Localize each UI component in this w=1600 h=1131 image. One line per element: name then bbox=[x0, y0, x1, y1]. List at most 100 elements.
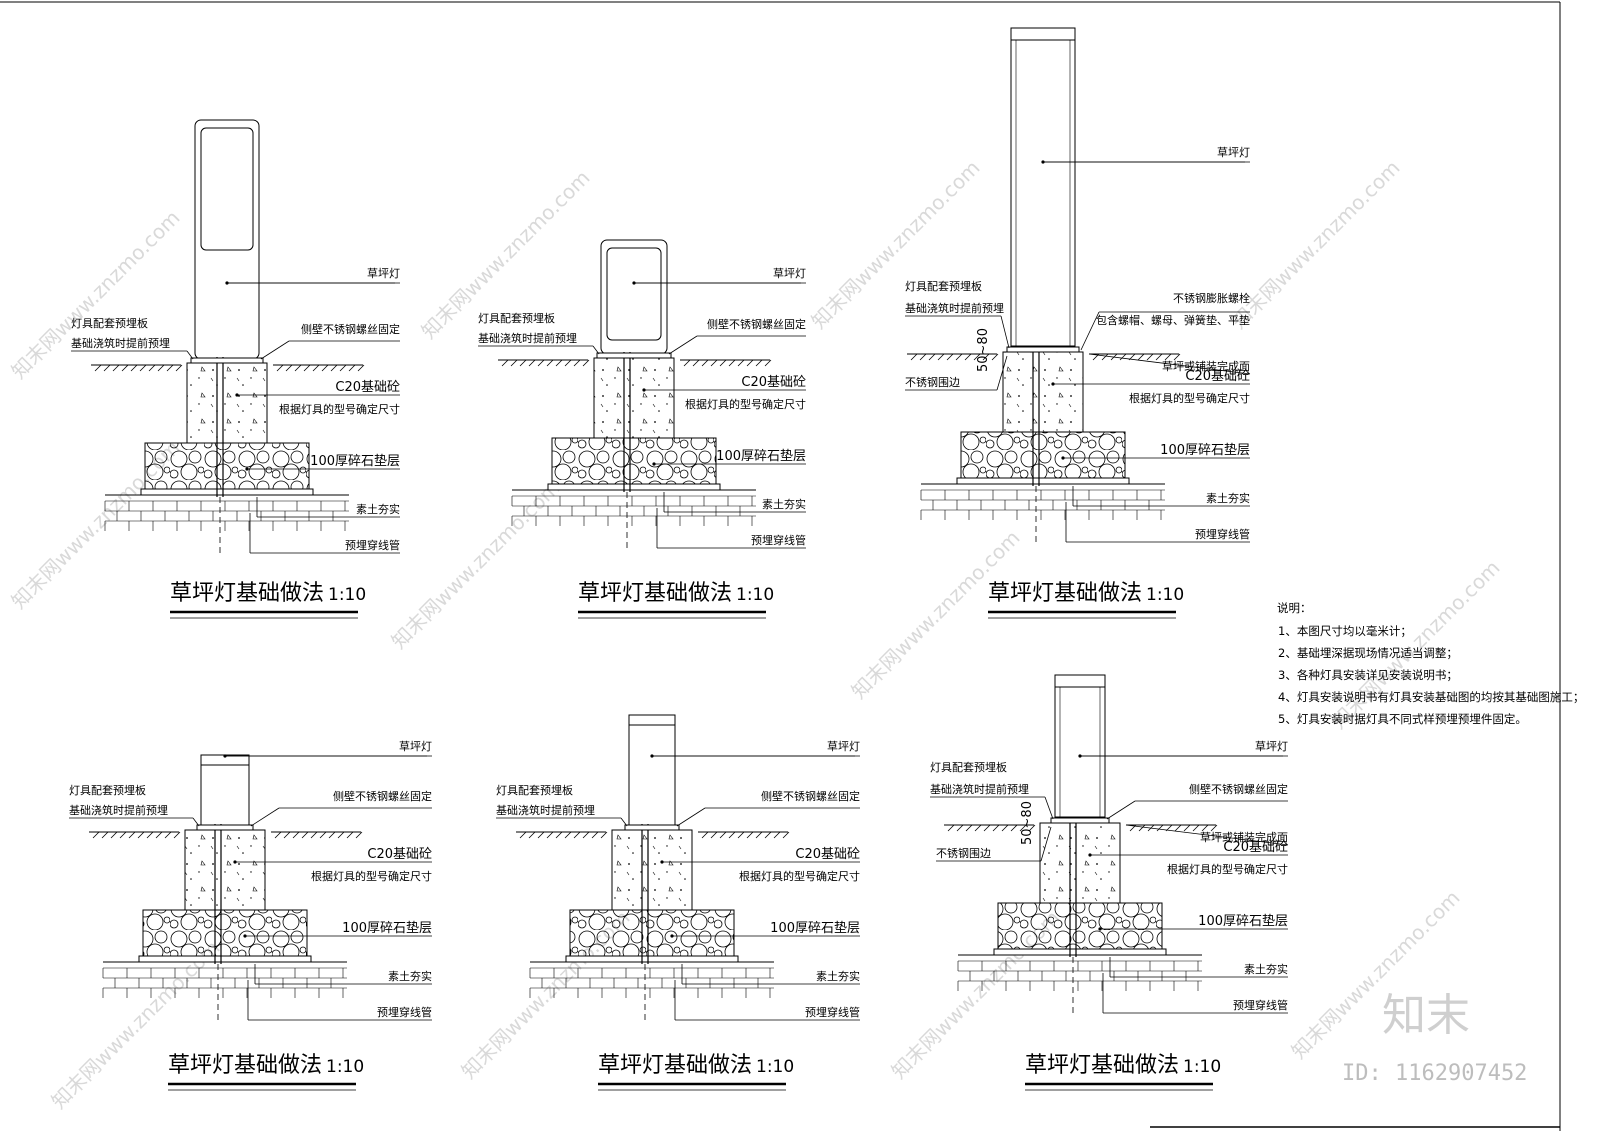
grade-line-right-tick bbox=[1164, 353, 1172, 361]
c20-concrete-block bbox=[1002, 351, 1084, 433]
detail-3: 草坪灯不锈钢膨胀螺栓包含螺帽、螺母、弹簧垫、平垫草坪或铺装完成面灯具配套预埋板基… bbox=[905, 27, 1251, 619]
grade-line-left-tick bbox=[974, 824, 982, 832]
plate-label-1: 灯具配套预埋板 bbox=[930, 760, 1007, 774]
notes-heading: 说明： bbox=[1277, 601, 1312, 615]
grade-line-left-tick bbox=[983, 824, 991, 832]
lamp-label: 草坪灯 bbox=[399, 740, 432, 753]
lawn-lamp-body bbox=[600, 239, 668, 355]
notes-item: 2、基础埋深据现场情况适当调整； bbox=[1278, 646, 1458, 660]
grade-line-left-tick bbox=[166, 364, 174, 372]
grade-line-right-tick bbox=[710, 831, 718, 839]
embedded-plate bbox=[1006, 346, 1080, 353]
lamp-window bbox=[200, 127, 254, 251]
grade-line-right-tick bbox=[1119, 353, 1127, 361]
base-plate-strip bbox=[140, 488, 314, 496]
c20-concrete-block bbox=[184, 829, 266, 911]
grade-line-left-tick bbox=[164, 831, 172, 839]
grade-line-left-tick bbox=[1028, 824, 1036, 832]
grade-line-right-tick bbox=[1155, 353, 1163, 361]
c20-leader-dot bbox=[235, 393, 239, 397]
grade-line-right-tick bbox=[321, 364, 329, 372]
grade-line-left-tick bbox=[537, 831, 545, 839]
grade-line-right-tick bbox=[301, 831, 309, 839]
plate-leader bbox=[592, 345, 600, 355]
detail-6: 草坪灯侧壁不锈钢螺丝固定草坪或铺装完成面灯具配套预埋板基础浇筑时提前预埋不锈钢围… bbox=[930, 674, 1289, 1091]
grade-line-left-tick bbox=[573, 831, 581, 839]
finish-leader bbox=[1088, 353, 1251, 375]
grade-line-right-tick bbox=[348, 364, 356, 372]
grade-line-right-tick bbox=[1183, 824, 1191, 832]
grade-line-right-tick bbox=[1156, 824, 1164, 832]
grade-line-right-tick bbox=[755, 359, 763, 367]
grade-line-left-tick bbox=[94, 364, 102, 372]
conduit-label: 预埋穿线管 bbox=[751, 533, 806, 547]
size-by-model-label: 根据灯具的型号确定尺寸 bbox=[739, 869, 860, 883]
size-by-model-label: 根据灯具的型号确定尺寸 bbox=[1129, 391, 1250, 405]
plate-label-2: 基础浇筑时提前预埋 bbox=[905, 301, 1004, 315]
c20-label: C20基础砼 bbox=[1185, 369, 1250, 384]
grade-line-left-tick bbox=[121, 364, 129, 372]
c20-label: C20基础砼 bbox=[795, 847, 860, 862]
gravel-bed-layer bbox=[144, 442, 310, 494]
detail-scale: 1:10 bbox=[1183, 1057, 1221, 1077]
grade-line-left-tick bbox=[564, 359, 572, 367]
notes-block: 说明： 1、本图尺寸均以毫米计； 2、基础埋深据现场情况适当调整； 3、各种灯具… bbox=[1277, 601, 1584, 726]
grade-line-left-tick bbox=[928, 353, 936, 361]
c20-label: C20基础砼 bbox=[367, 847, 432, 862]
grade-line-left-tick bbox=[92, 831, 100, 839]
side-screw-label: 侧壁不锈钢螺丝固定 bbox=[1189, 782, 1288, 796]
gravel-leader-dot bbox=[670, 934, 674, 938]
drawing-id: ID: 1162907452 bbox=[1342, 1061, 1527, 1086]
side-screw-leader bbox=[668, 335, 698, 355]
grade-line-right-tick bbox=[1201, 824, 1209, 832]
watermark-text: 知末网www.znzmo.com bbox=[387, 476, 565, 654]
grade-line-right-tick bbox=[1173, 353, 1181, 361]
grade-line-left-tick bbox=[528, 831, 536, 839]
grade-line-left-tick bbox=[582, 359, 590, 367]
grade-line-left-tick bbox=[991, 353, 999, 361]
grade-line-left-tick bbox=[564, 831, 572, 839]
grade-line-left-tick bbox=[600, 831, 608, 839]
plate-leader bbox=[620, 817, 628, 827]
grade-line-left-tick bbox=[591, 831, 599, 839]
gravel-label: 100厚碎石垫层 bbox=[310, 453, 400, 469]
grade-line-left-tick bbox=[110, 831, 118, 839]
grade-line-right-tick bbox=[292, 831, 300, 839]
grade-line-left-tick bbox=[1010, 824, 1018, 832]
plate-label-1: 灯具配套预埋板 bbox=[71, 316, 148, 330]
embedded-plate bbox=[196, 824, 254, 831]
grade-line-right-tick bbox=[782, 831, 790, 839]
grade-line-right-tick bbox=[701, 831, 709, 839]
gravel-label: 100厚碎石垫层 bbox=[716, 448, 806, 464]
c20-leader-dot bbox=[1088, 853, 1092, 857]
watermark-text: 知末网www.znzmo.com bbox=[7, 206, 185, 384]
grade-line-left-tick bbox=[510, 359, 518, 367]
lamp-label: 草坪灯 bbox=[773, 267, 806, 280]
grade-line-left-tick bbox=[175, 364, 183, 372]
grade-line-left-tick bbox=[148, 364, 156, 372]
steel-edge-label: 不锈钢围边 bbox=[905, 376, 960, 389]
grade-line-left-tick bbox=[937, 353, 945, 361]
gravel-bed-layer bbox=[142, 909, 308, 961]
grade-line-left-tick bbox=[112, 364, 120, 372]
grade-line-left-tick bbox=[965, 824, 973, 832]
grade-line-right-tick bbox=[710, 359, 718, 367]
grade-line-left-tick bbox=[103, 364, 111, 372]
grade-line-left-tick bbox=[582, 831, 590, 839]
base-plate-strip bbox=[547, 483, 721, 491]
conduit-label: 预埋穿线管 bbox=[377, 1005, 432, 1019]
grade-line-right-tick bbox=[337, 831, 345, 839]
conduit-label: 预埋穿线管 bbox=[1233, 998, 1288, 1012]
grade-line-right-tick bbox=[1101, 353, 1109, 361]
grade-line-right-tick bbox=[737, 359, 745, 367]
soil-label: 素土夯实 bbox=[356, 502, 400, 516]
c20-label: C20基础砼 bbox=[335, 380, 400, 395]
embedded-plate bbox=[190, 357, 264, 364]
plate-leader bbox=[1000, 315, 1010, 349]
grade-line-left-tick bbox=[546, 359, 554, 367]
plate-leader bbox=[1044, 796, 1054, 820]
grade-line-right-tick bbox=[746, 831, 754, 839]
side-screw-label: 侧壁不锈钢螺丝固定 bbox=[761, 789, 860, 803]
grade-line-left-tick bbox=[946, 353, 954, 361]
